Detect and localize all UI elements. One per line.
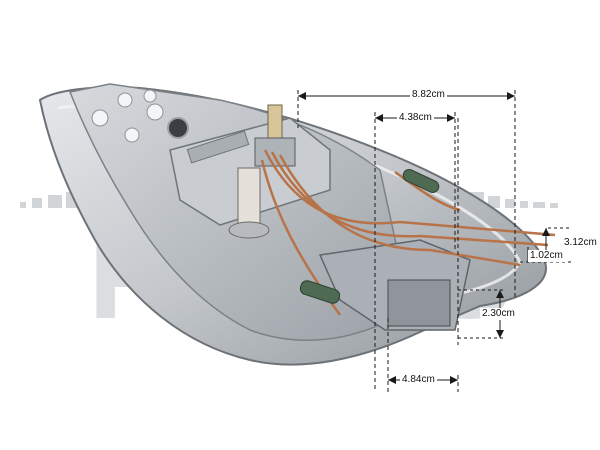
terminal-bracket <box>387 279 451 327</box>
wire-sleeves <box>299 169 440 304</box>
mount-bosses <box>91 89 164 143</box>
thermostat-bracket <box>254 137 296 167</box>
spring-column <box>237 167 261 229</box>
dimension-total-length: 8.82cm <box>410 89 447 101</box>
dimension-pin-span: 3.12cm <box>562 237 599 249</box>
dimension-bracket-width: 4.84cm <box>400 374 437 386</box>
dimension-pin-gap: 1.02cm <box>528 250 565 262</box>
dimension-inner-length: 4.38cm <box>397 112 434 124</box>
dimension-bracket-height: 2.30cm <box>480 308 517 320</box>
screw-hole <box>167 117 189 139</box>
label-plate <box>186 130 250 164</box>
spring-column-base <box>228 221 270 239</box>
